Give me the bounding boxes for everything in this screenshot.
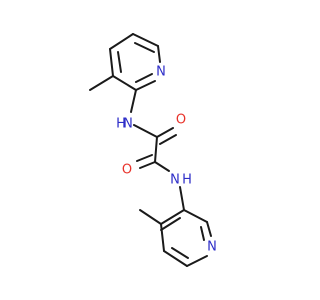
bond-ring-lower-3 bbox=[163, 250, 188, 267]
bond-ring-upper-5 bbox=[135, 80, 156, 91]
bond-ring-upper-5-double bbox=[135, 73, 153, 83]
bond-ring-upper-4 bbox=[157, 45, 161, 63]
bond-ring-upper-1-double bbox=[117, 51, 122, 73]
bond-ring-upper-3-double bbox=[134, 42, 155, 53]
lower-pyridine-ring bbox=[139, 186, 212, 267]
bond-carbonyl-lower-to-o-double bbox=[136, 154, 153, 162]
upper-pyridine-ring bbox=[89, 33, 161, 113]
bond-carbonyl-lower-to-o bbox=[139, 161, 156, 169]
oxalamide-core bbox=[133, 124, 177, 172]
bond-ring-upper-2 bbox=[109, 33, 134, 50]
bond-ring-upper-3 bbox=[132, 33, 159, 47]
bond-ring-lower-3-double bbox=[171, 247, 189, 259]
bond-ring-lower-5-double bbox=[200, 226, 205, 241]
bond-carbonyl-upper-to-o bbox=[156, 127, 174, 138]
atom-label-nh-upper-n: N bbox=[123, 117, 133, 132]
bond-methyl-upper bbox=[89, 75, 114, 91]
bond-carbonyl-carbonyl bbox=[154, 136, 158, 163]
bond-ring-upper-6 bbox=[112, 75, 137, 91]
atom-label-n1-upper: N bbox=[156, 65, 166, 80]
bond-nh-lower-to-ring bbox=[179, 186, 185, 211]
atom-label-nh-upper-h: H bbox=[116, 117, 126, 132]
bond-ring-upper-1 bbox=[109, 48, 114, 77]
bond-ring-lower-1-double bbox=[160, 217, 181, 231]
bond-ring-lower-6 bbox=[183, 209, 208, 223]
bond-ring-lower-5 bbox=[206, 221, 212, 237]
bond-nh-upper-to-carbonyl bbox=[133, 124, 158, 138]
molecule-structure-diagram: N N H O O N H N bbox=[89, 33, 217, 267]
atom-label-n1-lower: N bbox=[207, 240, 217, 255]
bond-carbonyl-upper-to-o-double bbox=[159, 134, 177, 145]
atom-label-nh-lower-n: N bbox=[170, 173, 180, 188]
bond-ring-lower-2 bbox=[160, 223, 165, 252]
bond-ring-lower-4 bbox=[186, 255, 208, 267]
bond-ring-to-nh-upper bbox=[130, 89, 137, 113]
bond-carbonyl-lower-to-nh bbox=[154, 161, 170, 172]
atom-label-o-upper: O bbox=[176, 113, 186, 128]
atom-label-o-lower: O bbox=[122, 163, 132, 178]
atom-labels: N N H O O N H N bbox=[116, 65, 217, 255]
atom-label-nh-lower-h: H bbox=[182, 173, 192, 188]
bond-ring-lower-1 bbox=[160, 209, 185, 225]
bond-methyl-lower bbox=[139, 209, 162, 225]
